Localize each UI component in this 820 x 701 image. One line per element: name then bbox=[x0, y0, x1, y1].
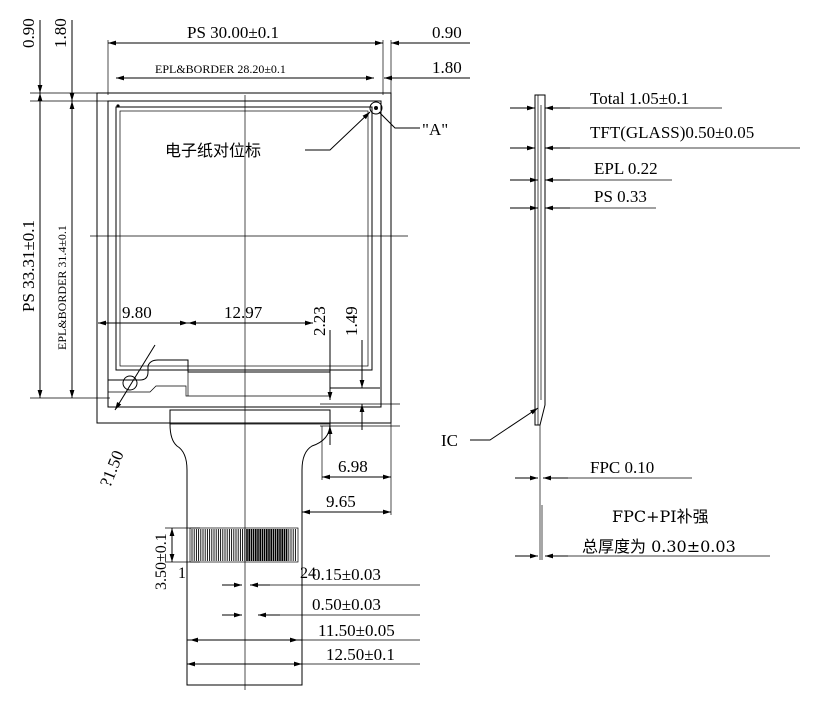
dim-6-98-label: 6.98 bbox=[338, 457, 368, 476]
pin-hatching bbox=[191, 529, 296, 561]
side-total-label: Total 1.05±0.1 bbox=[590, 89, 689, 108]
hole-leader bbox=[114, 344, 156, 411]
side-stiffener-line2: 总厚度为 0.30±0.03 bbox=[582, 537, 736, 556]
side-profile bbox=[534, 94, 546, 426]
side-epl-label: EPL 0.22 bbox=[594, 159, 658, 178]
bottom-ledge-inner bbox=[108, 385, 330, 397]
dim-top-0-90-label: 0.90 bbox=[19, 18, 38, 48]
dim-epl-height-label: EPL&BORDER 31.4±0.1 bbox=[55, 225, 69, 350]
side-stiffener-line1: FPC+PI补强 bbox=[612, 507, 709, 526]
front-view: PS 30.00±0.1 EPL&BORDER 28.20±0.1 0.90 1… bbox=[19, 18, 470, 690]
pin-pitch-label: 0.50±0.03 bbox=[312, 595, 381, 614]
alignment-mark-circle bbox=[369, 101, 383, 115]
fpc-tail bbox=[169, 409, 331, 686]
dim-2-23-label: 2.23 bbox=[310, 306, 329, 336]
side-ps-label: PS 0.33 bbox=[594, 187, 647, 206]
dim-ps-height-label: PS 33.31±0.1 bbox=[19, 220, 38, 312]
dim-epl-width-label: EPL&BORDER 28.20±0.1 bbox=[155, 62, 286, 76]
pin-last-label: 24 bbox=[300, 565, 316, 582]
ps-outline bbox=[96, 92, 392, 424]
dim-right-0-90-label: 0.90 bbox=[432, 23, 462, 42]
side-tft-label: TFT(GLASS)0.50±0.05 bbox=[590, 123, 754, 142]
pin-region bbox=[189, 527, 299, 563]
epl-border-outline bbox=[107, 100, 382, 408]
side-ic-label: IC bbox=[441, 431, 458, 450]
detail-callout-label: "A" bbox=[422, 120, 448, 139]
dim-9-80-label: 9.80 bbox=[122, 303, 152, 322]
fpc-tail-height-label: 3.50±0.1 bbox=[153, 533, 170, 590]
pin-width-label: 0.15±0.03 bbox=[312, 565, 381, 584]
alignment-mark-dot bbox=[374, 106, 378, 110]
alignment-mark-leader bbox=[305, 111, 371, 151]
pin-first-label: 1 bbox=[178, 565, 186, 582]
dim-9-65-label: 9.65 bbox=[326, 492, 356, 511]
side-ic-leader bbox=[470, 407, 539, 441]
pin-span-label: 11.50±0.05 bbox=[318, 621, 395, 640]
dim-12-97-label: 12.97 bbox=[224, 303, 263, 322]
bottom-ledge bbox=[108, 359, 380, 389]
active-area bbox=[115, 106, 373, 371]
dim-hole-label: ?1.50 bbox=[96, 448, 128, 490]
alignment-hole bbox=[122, 375, 138, 391]
side-view: Total 1.05±0.1 TFT(GLASS)0.50±0.05 EPL 0… bbox=[441, 89, 800, 560]
callout-a-leader bbox=[378, 111, 420, 129]
fpc-width-label: 12.50±0.1 bbox=[326, 645, 395, 664]
dim-top-1-80-label: 1.80 bbox=[51, 18, 70, 48]
alignment-mark-label: 电子纸对位标 bbox=[165, 141, 261, 160]
inner-active-area bbox=[119, 110, 369, 367]
dim-1-49-label: 1.49 bbox=[342, 306, 361, 336]
small-corner-dot bbox=[116, 104, 120, 108]
dim-right-1-80-label: 1.80 bbox=[432, 58, 462, 77]
side-fpc-label: FPC 0.10 bbox=[590, 458, 654, 477]
dim-ps-width-label: PS 30.00±0.1 bbox=[187, 23, 279, 42]
